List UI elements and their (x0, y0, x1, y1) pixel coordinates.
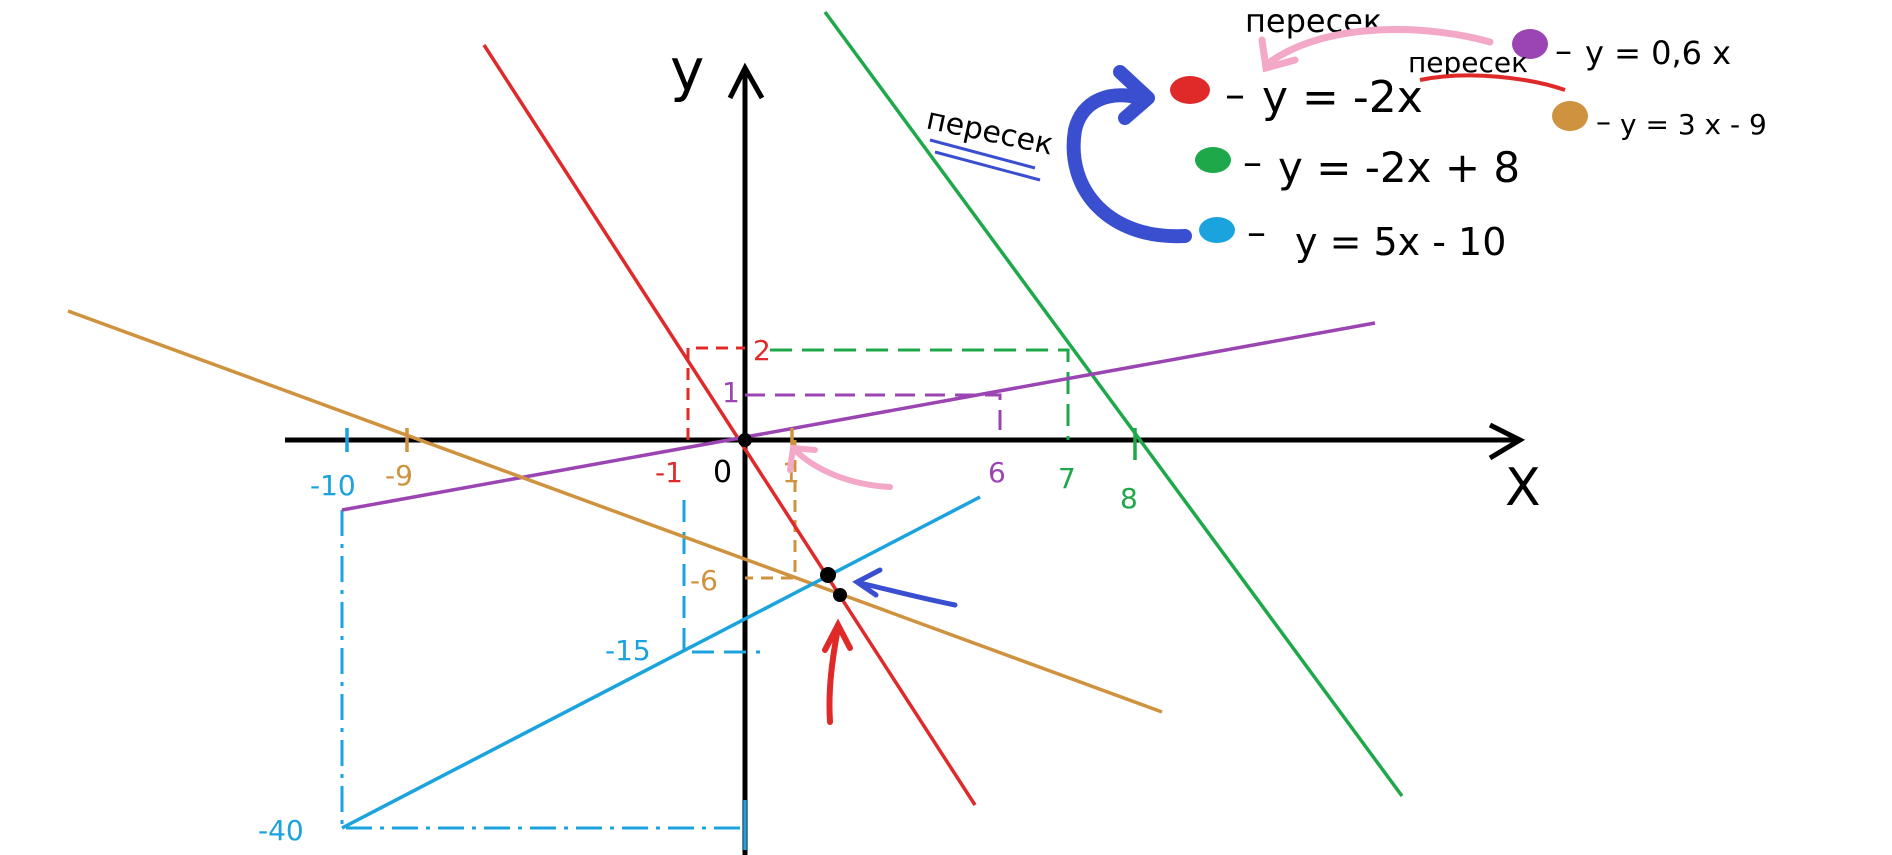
origin-label: 0 (713, 455, 732, 490)
label-purple-x: 6 (988, 456, 1006, 489)
annotation-red: пересек (1408, 46, 1566, 92)
blue-guide-40 (340, 510, 745, 830)
line-purple (341, 321, 1376, 512)
annotation-blue: пересек (923, 65, 1192, 244)
legend-dash-orange: – (1596, 105, 1611, 140)
intersection-point-blue-orange (820, 567, 836, 583)
line-blue (341, 495, 981, 830)
origin-point (738, 433, 752, 447)
annotation-pink: пересек (1245, 2, 1494, 73)
legend-dash-purple: – (1555, 31, 1572, 71)
label-blue-y1: -15 (605, 634, 651, 667)
navy-curved-arrow (1066, 65, 1192, 244)
red-curved-arrow (1419, 73, 1566, 92)
legend-equation-green: y = -2x + 8 (1278, 143, 1520, 192)
legend-item-orange: – y = 3 x - 9 (1552, 101, 1767, 141)
label-blue-y2: -40 (258, 814, 304, 847)
label-green-x1: 7 (1058, 462, 1076, 495)
legend-dash-blue: – (1247, 210, 1266, 254)
legend-item-purple: – y = 0,6 x (1512, 29, 1731, 72)
legend-equation-purple: y = 0,6 x (1585, 34, 1731, 72)
blue-guide-15 (682, 500, 760, 654)
red-pointer-arrow (822, 618, 853, 725)
tick-labels: -1 2 7 8 6 1 -10 1 -9 -6 -15 -40 (258, 334, 1138, 847)
legend-item-green: – y = -2x + 8 (1195, 140, 1520, 192)
intersection-points (738, 433, 847, 602)
legend: – y = -2x – y = -2x + 8 – y = 5x - 10 – … (1170, 29, 1767, 264)
legend-dot-green (1195, 147, 1231, 173)
legend-dash-green: – (1243, 140, 1262, 184)
x-axis-label: X (1505, 458, 1541, 518)
intersect-annotations: пересек пересек пересек (923, 2, 1566, 244)
label-purple-x-neg: -10 (310, 469, 356, 502)
green-guide (770, 348, 1070, 440)
legend-dot-orange (1552, 101, 1588, 131)
label-red-x: -1 (655, 456, 683, 489)
legend-dot-blue (1199, 217, 1235, 243)
legend-dash-red: – (1225, 72, 1245, 118)
pink-curved-arrow (1258, 26, 1494, 73)
tick-marks (345, 428, 1137, 850)
legend-item-blue: – y = 5x - 10 (1199, 210, 1506, 264)
label-orange-x-neg: -9 (385, 459, 413, 492)
label-orange-y: -6 (690, 564, 718, 597)
axes: X y 0 (285, 36, 1541, 855)
intersection-point-red-orange (833, 588, 847, 602)
legend-dot-red (1170, 76, 1210, 104)
line-green (823, 10, 1404, 798)
legend-equation-red: y = -2x (1262, 72, 1423, 123)
navy-pointer-arrow (852, 567, 958, 608)
legend-equation-blue: y = 5x - 10 (1295, 220, 1506, 264)
legend-dot-purple (1512, 29, 1548, 59)
line-orange (67, 309, 1163, 714)
legend-equation-orange: y = 3 x - 9 (1620, 108, 1767, 141)
label-purple-y: 1 (722, 376, 740, 409)
function-lines (67, 10, 1404, 830)
label-green-x2: 8 (1120, 482, 1138, 515)
red-guide (686, 346, 745, 440)
guide-lines (340, 346, 1070, 830)
label-red-y: 2 (753, 334, 771, 367)
purple-guide (745, 393, 1002, 440)
legend-item-red: – y = -2x (1170, 72, 1423, 123)
y-axis-label: y (670, 36, 704, 104)
x-axis-arrow (1488, 422, 1526, 461)
pink-pointer-arrow (787, 444, 893, 490)
y-axis-arrow (727, 62, 765, 100)
annotation-blue-underline (929, 138, 1041, 182)
pointer-arrows (787, 444, 958, 725)
line-red (482, 44, 977, 806)
orange-guide (745, 440, 797, 580)
